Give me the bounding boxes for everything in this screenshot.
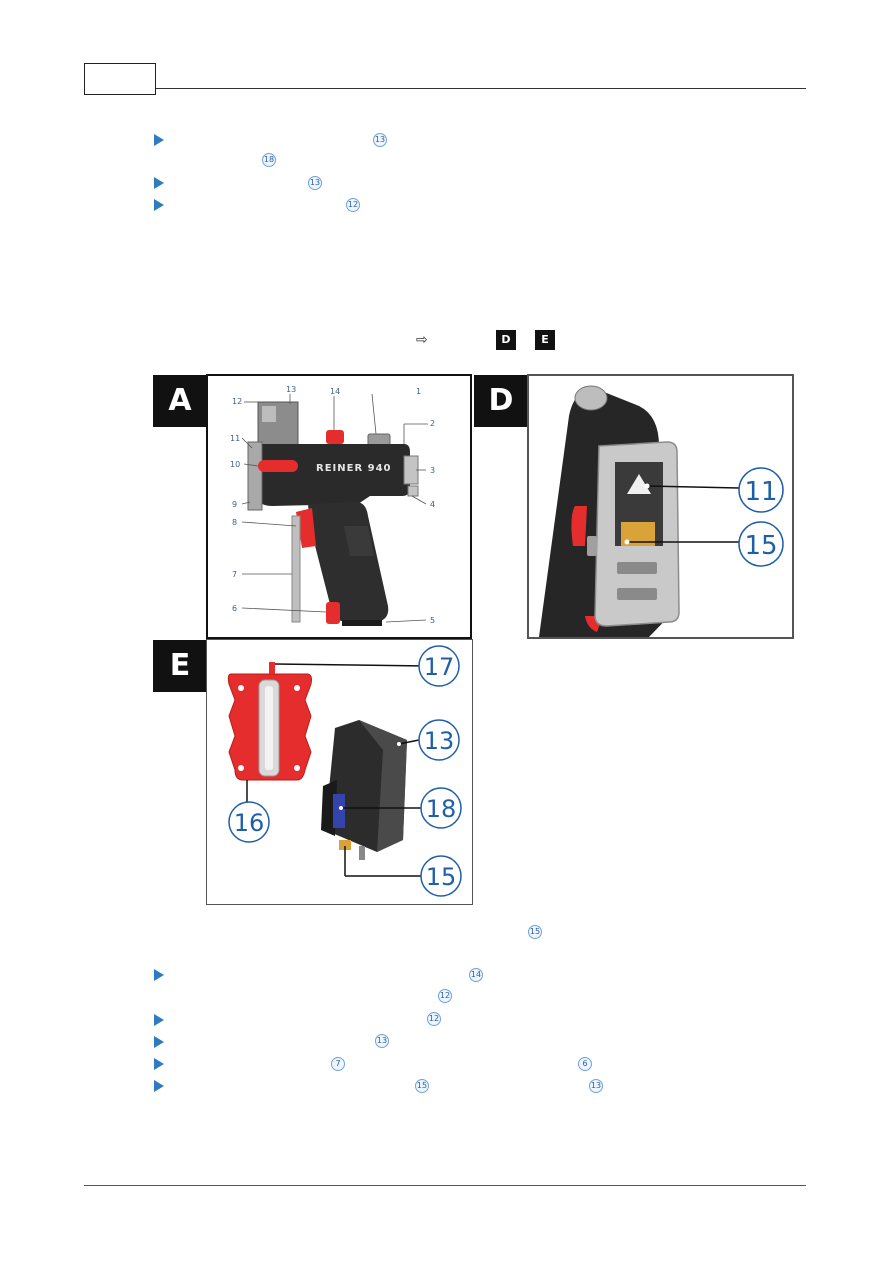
brand-label: REINER 940 [316, 463, 392, 474]
top-release-button [326, 430, 344, 444]
label-3: 3 [430, 466, 435, 475]
label-12: 12 [232, 397, 242, 406]
ref-marker: 15 [415, 1079, 429, 1093]
cartridge-illustration: 17 13 18 16 15 [227, 645, 462, 897]
figure-a-panel: REINER 940 [206, 374, 472, 639]
callout-13 [418, 719, 460, 761]
callout-13-label: 13 [424, 727, 455, 755]
bullet-icon [154, 177, 164, 189]
trigger [296, 508, 316, 548]
bullet-icon [154, 1036, 164, 1048]
ref-marker: 12 [346, 198, 360, 212]
cartridge-window [262, 406, 276, 422]
print-head [247, 441, 263, 511]
label-2: 2 [430, 419, 435, 428]
arrow-right-icon: ⇨ [416, 332, 428, 348]
top-dial [574, 385, 608, 411]
ref-marker: 13 [373, 133, 387, 147]
stand [291, 515, 301, 623]
ref-marker: 13 [589, 1079, 603, 1093]
label-14: 14 [330, 387, 340, 396]
side-connector [403, 455, 419, 485]
callout-16 [228, 801, 270, 843]
bullet-icon [154, 199, 164, 211]
callout-15-label: 15 [744, 531, 777, 561]
cartridge-label [333, 794, 345, 828]
label-4: 4 [430, 500, 435, 509]
bullet-icon [154, 1080, 164, 1092]
callout-16-label: 16 [234, 809, 265, 837]
footer-rule [84, 1185, 806, 1186]
figure-e-panel: 17 13 18 16 15 [206, 639, 473, 905]
callout-15-label: 15 [426, 863, 457, 891]
page-number-box [84, 63, 156, 95]
label-10: 10 [230, 460, 240, 469]
figure-e-letter: E [153, 640, 207, 692]
label-5: 5 [430, 616, 435, 625]
ref-marker: 12 [438, 989, 452, 1003]
cartridge-slot-illustration: 11 15 [539, 385, 784, 637]
label-13: 13 [286, 385, 296, 394]
label-8: 8 [232, 518, 237, 527]
device-body [256, 444, 410, 506]
ref-marker: 18 [262, 153, 276, 167]
ref-marker: 13 [308, 176, 322, 190]
grip [308, 502, 389, 622]
ref-marker: 14 [469, 968, 483, 982]
ref-marker: 6 [578, 1057, 592, 1071]
figure-a-letter: A [153, 375, 207, 427]
side-lever [571, 506, 587, 546]
warning-label [627, 474, 651, 494]
label-11: 11 [230, 434, 240, 443]
ref-marker: 13 [375, 1034, 389, 1048]
bullet-icon [154, 969, 164, 981]
stamp-device-illustration: REINER 940 [230, 385, 435, 626]
callout-11 [738, 467, 784, 513]
chip-contacts [339, 840, 351, 850]
callout-17 [418, 645, 460, 687]
bullet-icon [154, 1058, 164, 1070]
callout-17-label: 17 [424, 653, 455, 681]
label-6: 6 [232, 604, 237, 613]
battery-latch [326, 602, 340, 624]
callout-18 [420, 787, 462, 829]
side-lever [258, 460, 298, 472]
callout-15 [420, 855, 462, 897]
ref-marker: 7 [331, 1057, 345, 1071]
bullet-icon [154, 1014, 164, 1026]
figure-ref-d: D [496, 330, 516, 350]
figure-d-panel: 11 15 [527, 374, 794, 639]
label-7: 7 [232, 570, 237, 579]
ref-marker: 15 [528, 925, 542, 939]
bullet-icon [154, 134, 164, 146]
figure-d-letter: D [474, 375, 528, 427]
label-1: 1 [416, 387, 421, 396]
label-9: 9 [232, 500, 237, 509]
header-rule [156, 88, 806, 89]
callout-18-label: 18 [426, 795, 457, 823]
figure-ref-e: E [535, 330, 555, 350]
callout-11-label: 11 [744, 477, 777, 507]
ref-marker: 12 [427, 1012, 441, 1026]
callout-15 [738, 521, 784, 567]
